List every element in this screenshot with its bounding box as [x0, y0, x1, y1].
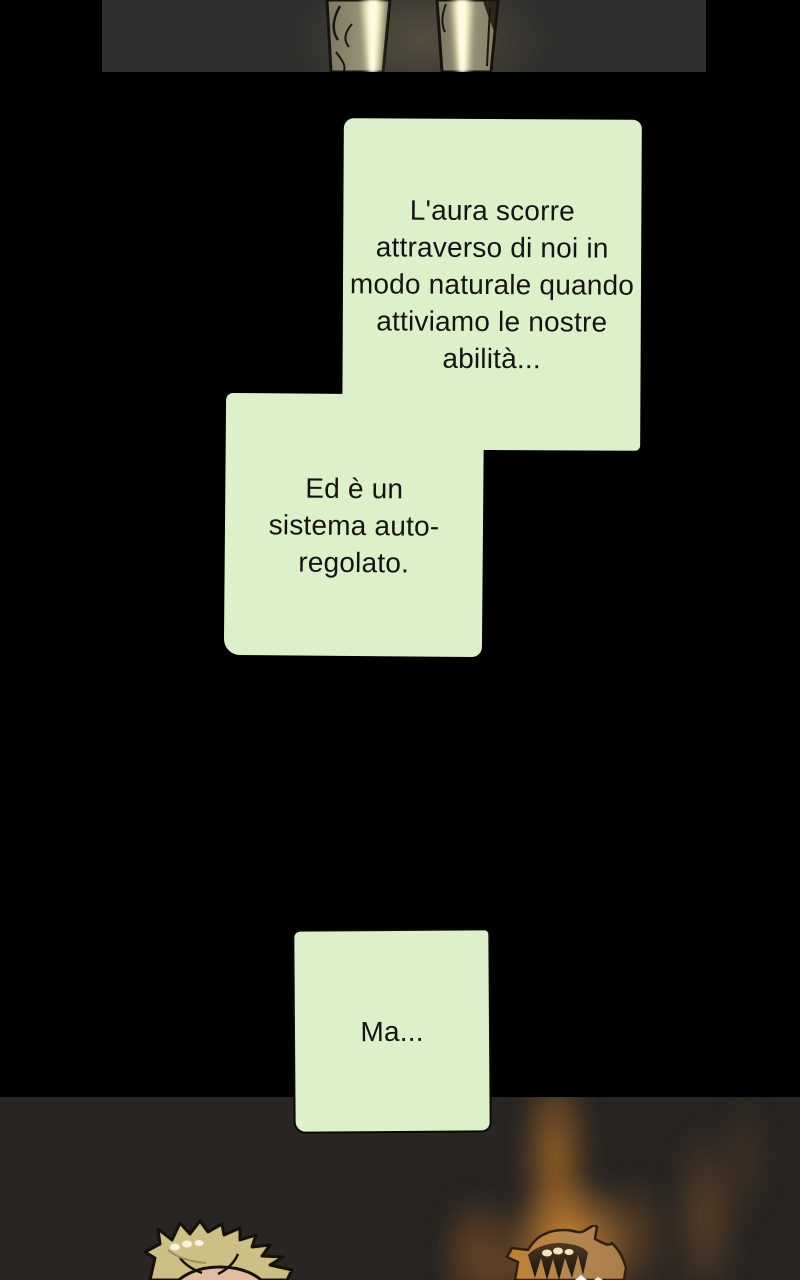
speech-line: Ma... — [360, 1015, 424, 1047]
speech-bubble-ma-text: Ma... — [360, 1012, 423, 1049]
speech-line: L'aura scorre — [409, 194, 576, 227]
right-leg — [435, 0, 500, 72]
glowing-legs-illustration — [325, 0, 500, 72]
brown-character-head — [495, 1223, 645, 1280]
speech-line: attiviamo le nostre — [376, 305, 608, 338]
speech-bubble-sistema-text: Ed è un sistema auto- regolato. — [268, 469, 440, 581]
blond-character-illustration — [143, 1219, 294, 1280]
top-panel — [102, 0, 706, 72]
speech-bubble-sistema: Ed è un sistema auto- regolato. — [223, 392, 485, 658]
blond-character-head — [140, 1218, 310, 1280]
speech-line: sistema auto- — [268, 508, 440, 542]
speech-bubble-aura-text: L'aura scorre attraverso di noi in modo … — [349, 191, 634, 377]
speech-line: attraverso di noi in — [375, 231, 609, 264]
speech-line: modo naturale quando — [349, 268, 635, 301]
flame-glow-secondary — [640, 1097, 780, 1280]
speech-bubble-ma: Ma... — [292, 928, 492, 1134]
speech-line: regolato. — [298, 546, 410, 578]
left-leg — [325, 0, 392, 72]
brown-character-illustration — [505, 1223, 628, 1280]
speech-line: abilità... — [442, 342, 541, 375]
speech-line: Ed è un — [305, 472, 404, 504]
